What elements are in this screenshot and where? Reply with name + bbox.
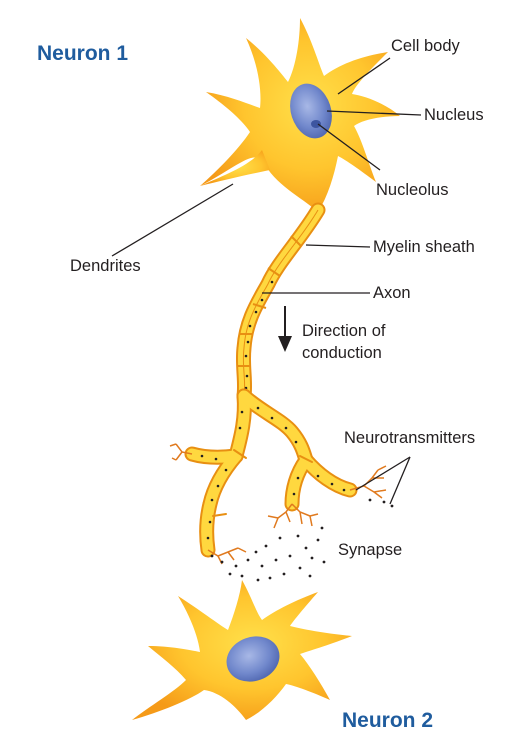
cell-body-label: Cell body	[391, 35, 460, 57]
axon-label: Axon	[373, 282, 411, 304]
myelin-sheath-label: Myelin sheath	[373, 236, 475, 258]
axon	[238, 210, 318, 396]
axon-branches	[192, 396, 350, 550]
neurotransmitters-label: Neurotransmitters	[344, 427, 475, 449]
direction-label-line1: Direction of	[302, 320, 385, 342]
neuron2-title: Neuron 2	[342, 709, 433, 733]
nucleolus-label: Nucleolus	[376, 179, 448, 201]
direction-label: Direction of conduction	[302, 320, 385, 364]
direction-label-line2: conduction	[302, 342, 385, 364]
dendrites-label: Dendrites	[70, 255, 141, 277]
direction-arrow-icon	[278, 306, 292, 352]
nucleus-label: Nucleus	[424, 104, 484, 126]
synapse-label: Synapse	[338, 539, 402, 561]
neuron1-nucleolus	[311, 120, 321, 128]
neuron1-title: Neuron 1	[37, 42, 128, 66]
